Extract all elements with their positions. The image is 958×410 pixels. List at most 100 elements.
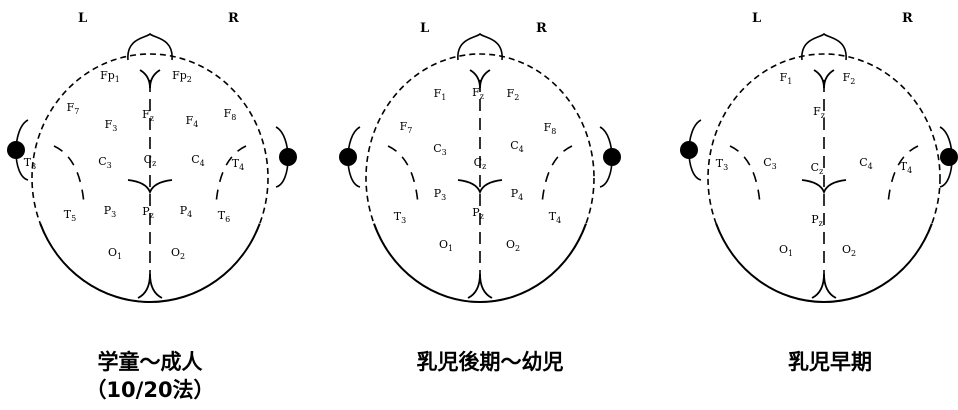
electrode-letter: Fp — [172, 69, 187, 82]
head-outline-solid — [715, 223, 933, 303]
electrode-label: P4 — [180, 204, 193, 219]
electrode-subscript: z — [480, 212, 484, 221]
electrode-letter: C — [510, 139, 518, 152]
electrode-subscript: 1 — [788, 249, 793, 258]
occipital-fork — [467, 273, 493, 299]
electrode-label: C3 — [763, 156, 777, 171]
electrode-subscript: 2 — [180, 252, 185, 261]
electrode-label: F2 — [843, 71, 856, 86]
electrode-subscript: z — [152, 159, 156, 168]
electrode-letter: F — [142, 108, 150, 121]
electrode-letter: P — [180, 204, 188, 217]
head-outline-dashed — [707, 53, 941, 303]
central-fork — [127, 179, 173, 195]
electrode-subscript: 4 — [200, 159, 205, 168]
electrode-letter: O — [171, 246, 180, 259]
electrode-letter: O — [779, 243, 788, 256]
electrode-subscript: 4 — [907, 166, 912, 175]
electrode-subscript: 4 — [519, 145, 524, 154]
caption-school-age-to-adult: 学童～成人 （10/20法） — [40, 348, 260, 404]
left-ear-electrode — [680, 141, 698, 159]
electrode-label: Cz — [144, 153, 157, 168]
electrode-subscript: 7 — [74, 107, 79, 116]
electrode-letter: T — [394, 210, 402, 223]
electrode-subscript: z — [482, 162, 486, 171]
electrode-letter: F — [434, 87, 442, 100]
occipital-fork — [137, 273, 163, 299]
left-sylvian-line — [387, 145, 419, 205]
right-sylvian-line — [887, 145, 919, 205]
electrode-subscript: 2 — [850, 77, 855, 86]
electrode-subscript: 3 — [112, 124, 117, 133]
right-ear-electrode — [603, 148, 621, 166]
electrode-subscript: 3 — [107, 161, 112, 170]
electrode-letter: C — [763, 156, 771, 169]
left-side-label: L — [78, 11, 87, 26]
electrode-subscript: 1 — [441, 93, 446, 102]
right-sylvian-line — [215, 145, 247, 205]
caption-late-infant-to-toddler: 乳児後期～幼児 — [360, 348, 620, 376]
electrode-label: P3 — [104, 204, 117, 219]
electrode-letter: C — [474, 156, 482, 169]
electrode-letter: F — [224, 107, 232, 120]
central-fork — [457, 179, 503, 195]
electrode-label: Fz — [813, 105, 825, 120]
electrode-label: F8 — [224, 107, 237, 122]
electrode-label: Cz — [474, 156, 487, 171]
electrode-subscript: z — [150, 114, 154, 123]
electrode-letter: P — [434, 187, 442, 200]
electrode-label: F7 — [67, 101, 80, 116]
electrode-subscript: z — [480, 92, 484, 101]
electrode-subscript: 3 — [772, 162, 777, 171]
electrode-letter: F — [544, 121, 552, 134]
electrode-label: Fz — [142, 108, 154, 123]
electrode-letter: T — [64, 208, 72, 221]
caption-line: 乳児後期～幼児 — [416, 350, 564, 374]
electrode-letter: F — [507, 87, 515, 100]
nose-outline — [457, 32, 503, 61]
electrode-letter: F — [780, 71, 788, 84]
electrode-subscript: 2 — [187, 75, 192, 84]
head-outline-solid — [373, 223, 587, 304]
electrode-subscript: 2 — [515, 244, 520, 253]
electrode-letter: F — [400, 120, 408, 133]
electrode-label: T4 — [549, 210, 561, 225]
electrode-label: F3 — [105, 118, 118, 133]
electrode-label: F1 — [780, 71, 793, 86]
electrode-subscript: 3 — [441, 193, 446, 202]
electrode-label: T5 — [64, 208, 76, 223]
electrode-label: C3 — [98, 155, 112, 170]
right-side-label: R — [228, 11, 239, 26]
right-ear-electrode — [940, 148, 958, 166]
electrode-subscript: 8 — [551, 127, 556, 136]
electrode-letter: P — [472, 206, 480, 219]
right-side-label: R — [902, 11, 913, 26]
electrode-label: P3 — [434, 187, 447, 202]
electrode-label: Fp2 — [172, 69, 192, 84]
head-outline-solid — [39, 223, 261, 303]
electrode-label: Fz — [472, 86, 484, 101]
head-outline-dashed — [365, 53, 595, 303]
electrode-label: C4 — [510, 139, 524, 154]
left-sylvian-line — [53, 145, 85, 205]
electrode-label: Pz — [142, 205, 154, 220]
electrode-subscript: 5 — [71, 214, 76, 223]
nose-outline — [801, 32, 847, 61]
electrode-letter: P — [511, 187, 519, 200]
electrode-label: C4 — [191, 153, 205, 168]
electrode-subscript: z — [150, 211, 154, 220]
left-sylvian-line — [729, 145, 761, 205]
electrode-label: O1 — [108, 246, 122, 261]
electrode-letter: C — [811, 161, 819, 174]
left-ear-electrode — [339, 148, 357, 166]
electrode-label: T4 — [900, 160, 912, 175]
electrode-letter: P — [811, 213, 819, 226]
caption-line: 乳児早期 — [788, 350, 872, 374]
left-ear-electrode — [7, 141, 25, 159]
electrode-letter: C — [144, 153, 152, 166]
electrode-subscript: 2 — [514, 93, 519, 102]
electrode-label: O2 — [506, 238, 520, 253]
